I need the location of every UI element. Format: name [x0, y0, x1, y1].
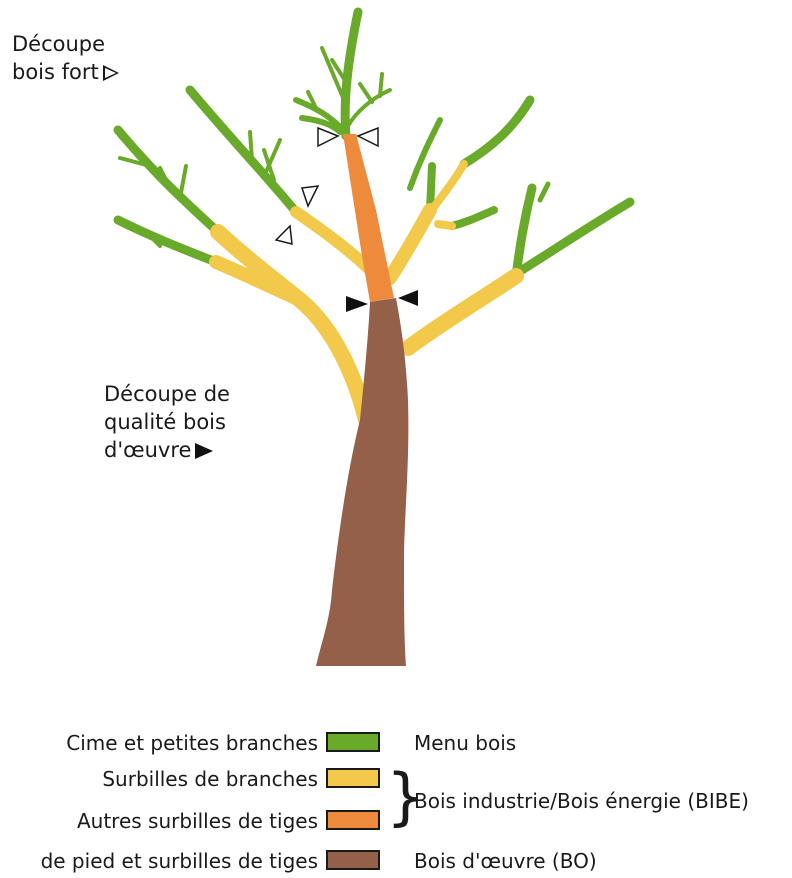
legend-label-cime: Cime et petites branches — [66, 728, 318, 758]
open-triangle-marker — [358, 128, 378, 146]
bo-quality-label-line3: d'œuvre — [104, 438, 191, 462]
bo-quality-label-line2: qualité bois — [104, 408, 304, 436]
open-triangle-icon — [103, 65, 119, 81]
legend-label-pied: de pied et surbilles de tiges — [41, 846, 318, 876]
bo-quality-cut-label: Découpe de qualité bois d'œuvre — [104, 380, 304, 464]
bois-fort-cut-label: Découpe bois fort — [12, 30, 212, 86]
legend-swatch-orange — [326, 810, 380, 830]
tree-diagram — [0, 0, 792, 700]
legend-category-bois-oeuvre: Bois d'œuvre (BO) — [414, 846, 597, 876]
bois-fort-label-line1: Découpe — [12, 30, 212, 58]
orange-stem-log — [343, 134, 394, 302]
legend-category-menu-bois: Menu bois — [414, 728, 516, 758]
legend-row-menu-bois: Cime et petites branches Menu bois — [0, 728, 792, 758]
legend-label-autres-surbilles: Autres surbilles de tiges — [77, 806, 318, 836]
solid-triangle-marker — [398, 290, 418, 306]
legend-row-bois-oeuvre: de pied et surbilles de tiges Bois d'œuv… — [0, 846, 792, 876]
legend-swatch-brown — [326, 850, 380, 870]
bois-fort-label-line2: bois fort — [12, 60, 99, 84]
legend-swatch-green — [326, 732, 380, 752]
open-triangle-marker — [276, 226, 292, 244]
solid-triangle-icon — [195, 443, 213, 459]
open-triangle-marker — [302, 186, 318, 206]
legend-swatch-yellow — [326, 768, 380, 788]
bo-quality-label-line1: Découpe de — [104, 380, 304, 408]
solid-triangle-marker — [346, 296, 368, 312]
legend-brace: } — [386, 766, 425, 828]
brown-timber-trunk — [316, 298, 408, 666]
